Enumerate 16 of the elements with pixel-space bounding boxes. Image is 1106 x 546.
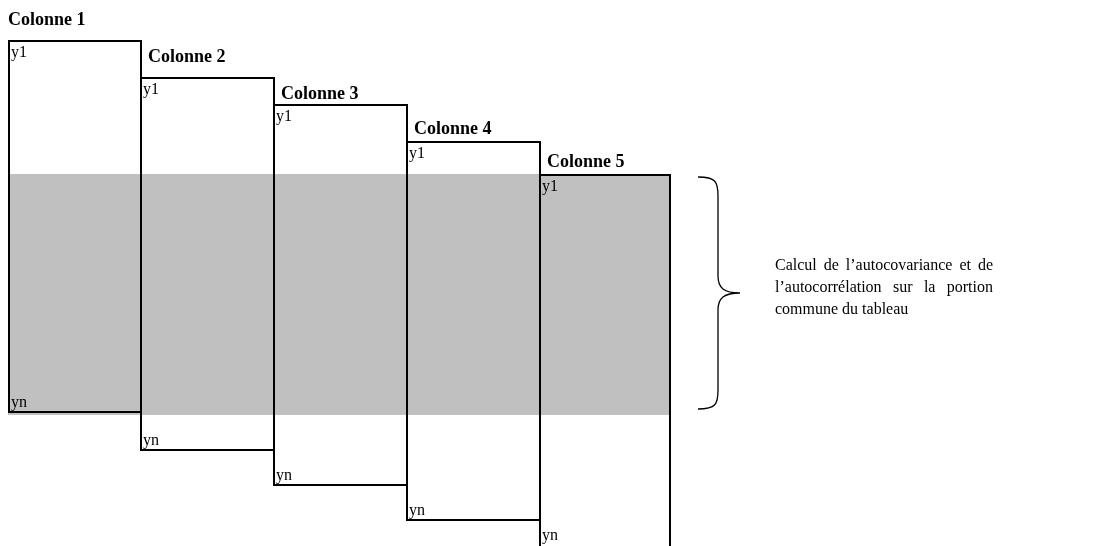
cell-text: y1 bbox=[276, 107, 292, 125]
cell-text: y1 bbox=[11, 43, 27, 61]
column-heading: Colonne 2 bbox=[148, 45, 226, 67]
cell-text: y1 bbox=[409, 144, 425, 162]
cell-text: yn bbox=[276, 466, 292, 484]
column-heading: Colonne 3 bbox=[281, 82, 359, 104]
cell-text: yn bbox=[143, 431, 159, 449]
column-heading: Colonne 5 bbox=[547, 150, 625, 172]
cell-text: yn bbox=[542, 526, 558, 544]
column-heading: Colonne 1 bbox=[8, 8, 86, 30]
column-heading: Colonne 4 bbox=[414, 117, 492, 139]
cell-text: yn bbox=[409, 501, 425, 519]
cell-text: y1 bbox=[542, 177, 558, 195]
annotation-text: Calcul de l’autocovariance et de l’autocorrélation sur la portion commune du tableau bbox=[775, 255, 993, 319]
cell-text: yn bbox=[11, 393, 27, 411]
cell-text: y1 bbox=[143, 80, 159, 98]
